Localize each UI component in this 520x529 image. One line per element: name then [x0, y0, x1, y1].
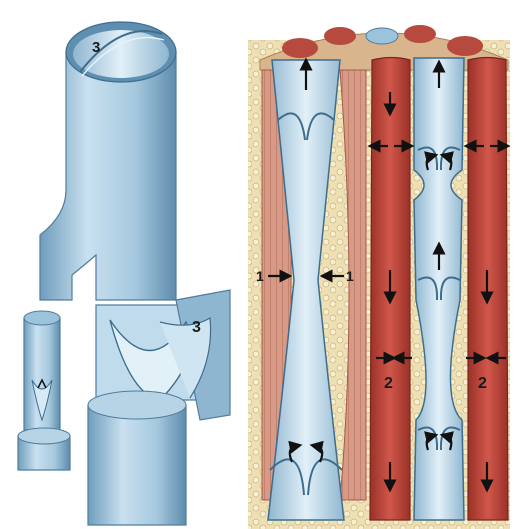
anatomical-section: 1 1 2 2 [248, 25, 510, 529]
label-1-right: 1 [346, 268, 354, 284]
vein-3d-model: 3 3 [18, 22, 230, 525]
label-3-top: 3 [92, 39, 100, 56]
label-2-left: 2 [384, 375, 393, 392]
label-3-lower: 3 [192, 319, 201, 336]
label-2-right: 2 [478, 375, 487, 392]
bottom-vein-segment [88, 405, 186, 525]
label-1-left: 1 [256, 268, 264, 284]
main-vein-trunk [40, 52, 176, 300]
deep-vein-right [414, 58, 464, 520]
